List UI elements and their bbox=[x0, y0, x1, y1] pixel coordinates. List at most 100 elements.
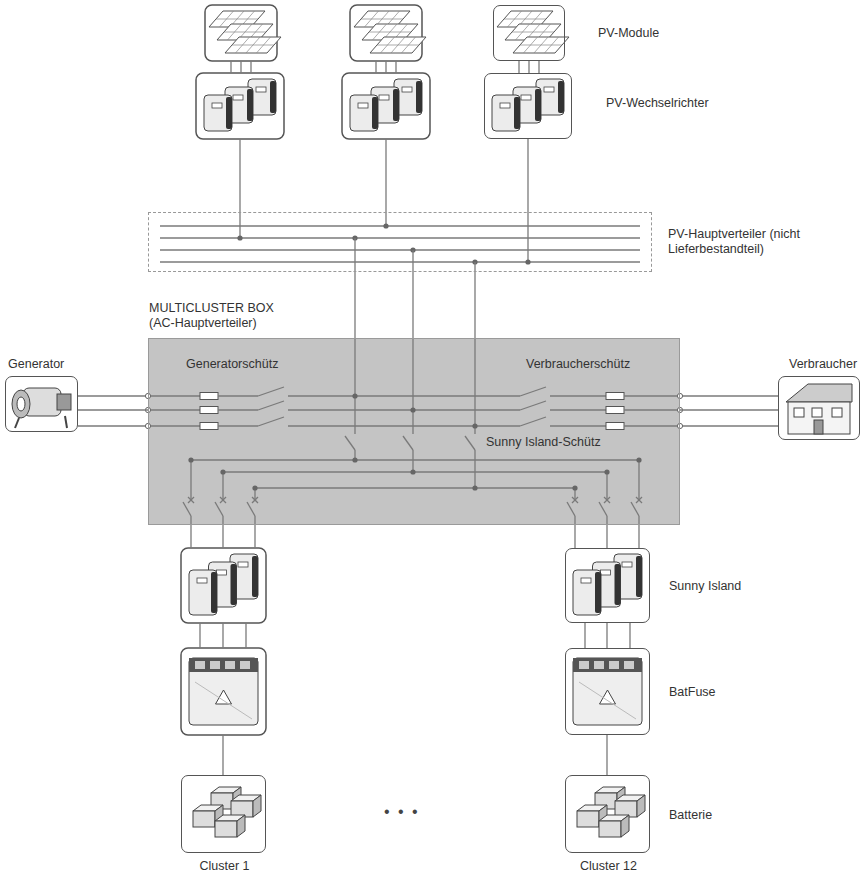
wire bbox=[288, 409, 520, 410]
inverter-icon bbox=[204, 79, 276, 131]
junction-dot bbox=[383, 223, 388, 228]
switch-blade bbox=[520, 401, 546, 410]
wire bbox=[148, 425, 200, 426]
wire bbox=[638, 460, 639, 500]
wire bbox=[629, 623, 630, 648]
terminal bbox=[677, 423, 682, 428]
wire-connector bbox=[528, 61, 529, 73]
wire bbox=[354, 238, 355, 434]
wire bbox=[624, 425, 680, 426]
wire-connector bbox=[527, 139, 528, 212]
wire bbox=[680, 425, 778, 426]
switch-blade bbox=[258, 401, 284, 410]
wire bbox=[78, 425, 148, 426]
wire bbox=[148, 395, 200, 396]
wire bbox=[527, 212, 528, 262]
wire bbox=[78, 395, 148, 396]
generator-icon bbox=[12, 388, 71, 428]
switch-blade bbox=[345, 436, 355, 450]
breaker-mark bbox=[604, 497, 610, 503]
junction-dot bbox=[237, 235, 242, 240]
wire bbox=[190, 516, 191, 548]
breaker-mark bbox=[604, 497, 610, 503]
junction-dot bbox=[572, 485, 577, 490]
node-label: Generator bbox=[8, 357, 64, 372]
wire bbox=[550, 409, 606, 410]
wire bbox=[222, 735, 223, 775]
breaker-mark bbox=[188, 497, 194, 503]
busbar bbox=[160, 249, 640, 250]
switch-blade bbox=[403, 436, 413, 450]
junction-dot bbox=[472, 485, 477, 490]
breaker-blade bbox=[215, 502, 223, 516]
wire bbox=[239, 139, 240, 238]
wire bbox=[474, 450, 475, 488]
wire bbox=[199, 623, 200, 648]
node-label: Sunny Island bbox=[669, 579, 741, 594]
wire bbox=[395, 61, 396, 73]
node-text: Cluster 12 bbox=[546, 859, 671, 874]
wire bbox=[412, 450, 413, 472]
junction-dot bbox=[410, 469, 415, 474]
wire bbox=[218, 425, 258, 426]
device-box: Verbraucher bbox=[778, 376, 860, 440]
wire bbox=[538, 61, 539, 73]
wire bbox=[385, 61, 386, 73]
wire bbox=[222, 516, 223, 548]
wire bbox=[222, 623, 223, 648]
wire-connector bbox=[606, 735, 607, 775]
breaker-blade bbox=[247, 502, 255, 516]
node-label: Verbraucher bbox=[789, 357, 857, 372]
wire bbox=[222, 472, 223, 500]
junction-dot bbox=[352, 393, 357, 398]
wire bbox=[680, 395, 778, 396]
breaker-mark bbox=[220, 497, 226, 503]
breaker-blade bbox=[183, 502, 191, 516]
breaker-mark bbox=[252, 497, 258, 503]
wire bbox=[518, 61, 519, 73]
breaker-mark bbox=[636, 497, 642, 503]
ellipsis-label: • • • bbox=[384, 803, 420, 821]
batfuse-icon bbox=[573, 658, 642, 725]
breaker-mark bbox=[252, 497, 258, 503]
device-box: PV-Module bbox=[493, 5, 565, 61]
wire bbox=[624, 395, 680, 396]
device-box: BatFuse bbox=[565, 648, 650, 735]
switch-blade bbox=[520, 417, 546, 426]
node-label: PV-Wechselrichter bbox=[606, 96, 709, 111]
icon-frame bbox=[181, 548, 266, 623]
device-box: Cluster 1 bbox=[181, 775, 266, 853]
wire bbox=[148, 409, 200, 410]
wire-connector bbox=[412, 272, 413, 338]
house-icon bbox=[786, 384, 852, 434]
wire bbox=[288, 395, 520, 396]
pv-module-icon bbox=[354, 11, 426, 53]
breaker-blade bbox=[599, 502, 607, 516]
junction-dot bbox=[636, 457, 641, 462]
wire bbox=[218, 395, 258, 396]
inverter-icon bbox=[350, 79, 422, 131]
wire bbox=[412, 338, 413, 434]
wire bbox=[230, 61, 231, 73]
busbar bbox=[160, 225, 640, 226]
inverter-icon bbox=[573, 554, 642, 615]
icon-frame bbox=[342, 73, 430, 139]
wire bbox=[584, 623, 585, 648]
wire-connector bbox=[78, 409, 148, 410]
wire bbox=[375, 61, 376, 73]
breaker-blade bbox=[631, 502, 639, 516]
wire bbox=[550, 395, 606, 396]
wire bbox=[288, 425, 520, 426]
switch-blade bbox=[465, 436, 475, 450]
fuse-symbol bbox=[606, 423, 624, 430]
breaker-mark bbox=[572, 497, 578, 503]
wire bbox=[240, 61, 241, 73]
battery-icon bbox=[577, 787, 645, 837]
icon-frame bbox=[196, 73, 284, 139]
node-label: PV-Hauptverteiler (nicht Lieferbestandte… bbox=[668, 227, 818, 257]
fuse-symbol bbox=[606, 393, 624, 400]
wire bbox=[245, 623, 246, 648]
wire bbox=[638, 516, 639, 548]
junction-dot bbox=[352, 457, 357, 462]
